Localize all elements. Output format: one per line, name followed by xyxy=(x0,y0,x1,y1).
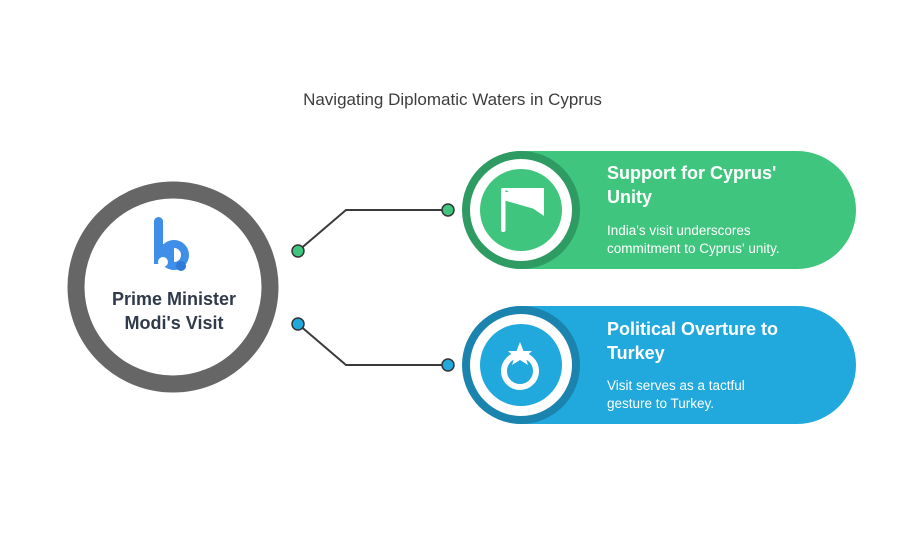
hub-ring xyxy=(67,181,279,393)
branch-card-unity xyxy=(462,151,856,269)
connector-dot-card-bottom xyxy=(441,358,455,372)
hub-label: Prime Minister Modi's Visit xyxy=(88,287,260,335)
branch-title-unity: Support for Cyprus' Unity xyxy=(607,161,817,209)
flag-icon xyxy=(501,188,544,232)
branch-desc-turkey-line-2: gesture to Turkey. xyxy=(607,396,715,411)
connector-dot-hub-top xyxy=(291,244,305,258)
branch-desc-unity-line-2: commitment to Cyprus' unity. xyxy=(607,241,780,256)
page-title: Navigating Diplomatic Waters in Cyprus xyxy=(303,90,602,109)
branch-title-unity-line-1: Support for Cyprus' xyxy=(607,163,777,183)
branch-desc-unity: India's visit underscores commitment to … xyxy=(607,222,837,258)
branch-desc-turkey-line-1: Visit serves as a tactful xyxy=(607,378,745,393)
connector-line-top xyxy=(297,209,448,252)
branch-title-turkey-line-2: Turkey xyxy=(607,343,665,363)
branch-title-turkey: Political Overture to Turkey xyxy=(607,317,817,365)
connector-dot-hub-bottom xyxy=(291,317,305,331)
crescent-star-icon xyxy=(501,342,539,390)
connector-dot-card-top xyxy=(441,203,455,217)
branch-desc-unity-line-1: India's visit underscores xyxy=(607,223,751,238)
branch-title-unity-line-2: Unity xyxy=(607,187,652,207)
branch-title-turkey-line-1: Political Overture to xyxy=(607,319,779,339)
hub-label-line-1: Prime Minister xyxy=(111,289,237,309)
logo-b-icon xyxy=(154,217,189,271)
hub-label-line-2: Modi's Visit xyxy=(124,313,224,333)
connector-line-bottom xyxy=(297,323,448,366)
branch-desc-turkey: Visit serves as a tactful gesture to Tur… xyxy=(607,377,837,413)
branch-card-turkey xyxy=(462,306,856,424)
